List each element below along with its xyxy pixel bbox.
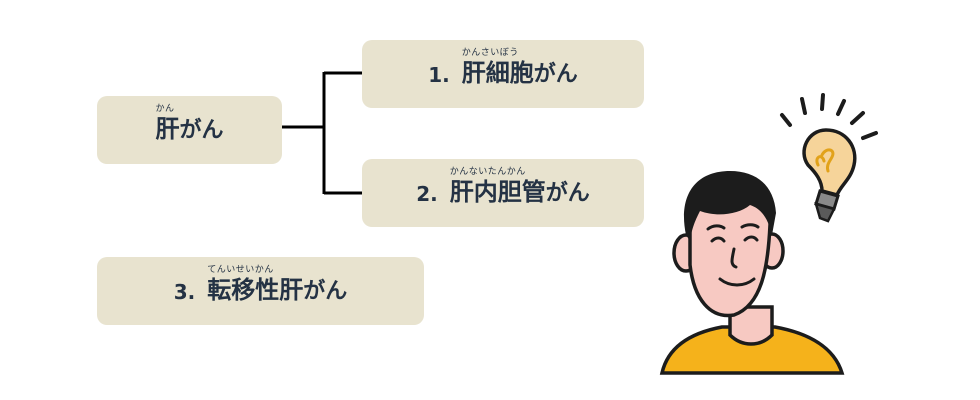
person-neck <box>728 305 774 346</box>
idea-rays-icon <box>780 93 878 140</box>
separate-kana: がん <box>303 279 348 304</box>
person-shirt <box>659 325 845 375</box>
branch-1-kana: がん <box>533 62 578 87</box>
branch-2-number: 2. <box>416 182 438 206</box>
separate-number: 3. <box>173 280 196 304</box>
branch-1-number: 1. <box>428 63 450 87</box>
person-mouth <box>718 277 756 287</box>
person-right-eye <box>743 235 759 242</box>
branch-1-ruby: かんさいぼう <box>461 48 519 58</box>
separate-box: 3. てんいせいかん 転移性肝がん <box>97 257 424 325</box>
branch-2-kanji: 肝内胆管 <box>449 178 546 206</box>
root-box: かん 肝がん <box>97 96 282 164</box>
separate-kanji: 転移性肝 <box>207 276 304 304</box>
branch-2-ruby: かんないたんかん <box>449 167 526 177</box>
person-hair <box>683 171 776 241</box>
person-nose <box>730 247 738 269</box>
lightbulb-icon <box>802 128 857 223</box>
branch-box-2: 2. かんないたんかん 肝内胆管がん <box>362 159 644 227</box>
root-ruby: かん <box>155 104 175 114</box>
person-left-eye <box>710 236 726 243</box>
root-kanji: 肝 <box>155 115 180 143</box>
person-with-idea-illustration <box>659 93 878 375</box>
separate-ruby: てんいせいかん <box>207 265 274 275</box>
root-kana: がん <box>179 118 224 143</box>
branch-box-1: 1. かんさいぼう 肝細胞がん <box>362 40 644 108</box>
branch-1-kanji: 肝細胞 <box>461 59 534 87</box>
branch-2-kana: がん <box>545 181 590 206</box>
